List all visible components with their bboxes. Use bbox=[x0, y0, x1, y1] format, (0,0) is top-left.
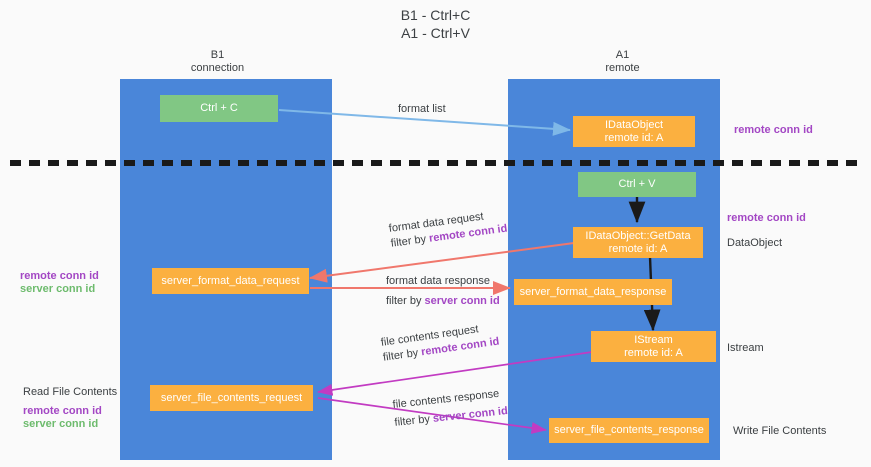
box-server-format-data-response-label: server_format_data_response bbox=[519, 285, 667, 298]
box-getdata-label: IDataObject::GetData bbox=[585, 229, 691, 242]
lane-title-b1-name: B1 bbox=[210, 49, 225, 61]
annotation-left-server-conn-id-2: server conn id bbox=[23, 418, 99, 430]
arrow-format-data-request bbox=[309, 242, 575, 283]
annotation-write-file-contents: Write File Contents bbox=[733, 425, 827, 437]
box-istream-label: IStream bbox=[634, 333, 673, 346]
box-ctrl-c-label: Ctrl + C bbox=[200, 102, 238, 114]
box-server-file-contents-request[interactable]: server_file_contents_request bbox=[150, 385, 313, 411]
annotation-left-remote-conn-id: remote conn id bbox=[20, 270, 99, 282]
arrow-format-list bbox=[278, 109, 571, 136]
edge-label-format-list: format list bbox=[398, 103, 446, 115]
box-ctrl-c[interactable]: Ctrl + C bbox=[160, 95, 278, 122]
lane-title-b1: B1 connection bbox=[150, 49, 285, 75]
box-ctrl-v[interactable]: Ctrl + V bbox=[578, 172, 696, 197]
lane-title-a1-name: A1 bbox=[615, 49, 630, 61]
lane-title-b1-sub: connection bbox=[190, 62, 245, 74]
box-server-file-contents-request-label: server_file_contents_request bbox=[160, 391, 303, 404]
edge-label-fdresp-filter: filter by bbox=[386, 295, 425, 307]
box-getdata[interactable]: IDataObject::GetData remote id: A bbox=[573, 227, 703, 258]
arrow-file-contents-response bbox=[317, 397, 547, 434]
box-server-format-data-response[interactable]: server_format_data_response bbox=[514, 279, 672, 305]
page-title-line2: A1 - Ctrl+V bbox=[401, 25, 470, 41]
annotation-left-remote-conn-id-2: remote conn id bbox=[23, 405, 102, 417]
box-getdata-sub: remote id: A bbox=[608, 242, 668, 255]
annotation-left-server-conn-id: server conn id bbox=[20, 283, 96, 295]
box-istream-sub: remote id: A bbox=[624, 346, 683, 359]
arrow-file-contents-request bbox=[317, 351, 593, 396]
edge-label-format-data-response: format data response filter by server co… bbox=[386, 274, 500, 308]
edge-label-fdresp-key: server conn id bbox=[424, 295, 500, 307]
annotation-dataobject: DataObject bbox=[727, 237, 783, 249]
annotation-remote-conn-id-mid: remote conn id bbox=[727, 212, 806, 224]
box-server-file-contents-response[interactable]: server_file_contents_response bbox=[549, 418, 709, 443]
lane-title-a1-sub: remote bbox=[605, 62, 640, 74]
edge-label-fcresp-filter: filter by bbox=[393, 412, 434, 429]
box-idataobject-sub: remote id: A bbox=[604, 131, 664, 144]
page-title-line1: B1 - Ctrl+C bbox=[400, 7, 471, 23]
box-ctrl-v-label: Ctrl + V bbox=[618, 178, 656, 190]
box-idataobject-label: IDataObject bbox=[604, 118, 664, 131]
box-istream[interactable]: IStream remote id: A bbox=[591, 331, 716, 362]
annotation-istream: Istream bbox=[727, 342, 764, 354]
box-idataobject[interactable]: IDataObject remote id: A bbox=[573, 116, 695, 147]
annotation-read-file-contents: Read File Contents bbox=[23, 386, 118, 398]
annotation-remote-conn-id-top: remote conn id bbox=[734, 124, 813, 136]
box-server-file-contents-response-label: server_file_contents_response bbox=[554, 424, 704, 436]
lane-title-a1: A1 remote bbox=[555, 49, 690, 75]
box-server-format-data-request-label: server_format_data_request bbox=[161, 274, 300, 287]
edge-label-fdresp-line1: format data response bbox=[386, 275, 490, 287]
box-server-format-data-request[interactable]: server_format_data_request bbox=[152, 268, 309, 294]
